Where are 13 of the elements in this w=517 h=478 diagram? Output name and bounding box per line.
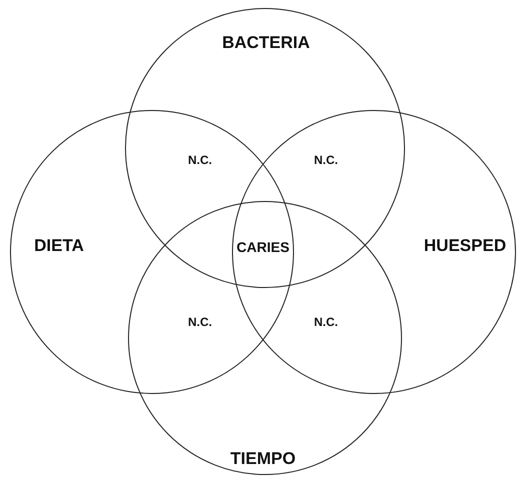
venn-circle	[10, 110, 294, 394]
region-label: N.C.	[188, 315, 212, 329]
region-label: CARIES	[236, 239, 290, 255]
venn-circle	[125, 8, 405, 288]
region-label: N.C.	[314, 153, 338, 167]
venn-circle	[232, 110, 516, 394]
set-label: DIETA	[34, 236, 84, 256]
region-label: N.C.	[314, 315, 338, 329]
set-label: HUESPED	[424, 236, 506, 256]
region-label: N.C.	[188, 153, 212, 167]
set-label: BACTERIA	[222, 33, 310, 53]
set-label: TIEMPO	[230, 449, 296, 469]
venn-circle	[128, 201, 402, 475]
